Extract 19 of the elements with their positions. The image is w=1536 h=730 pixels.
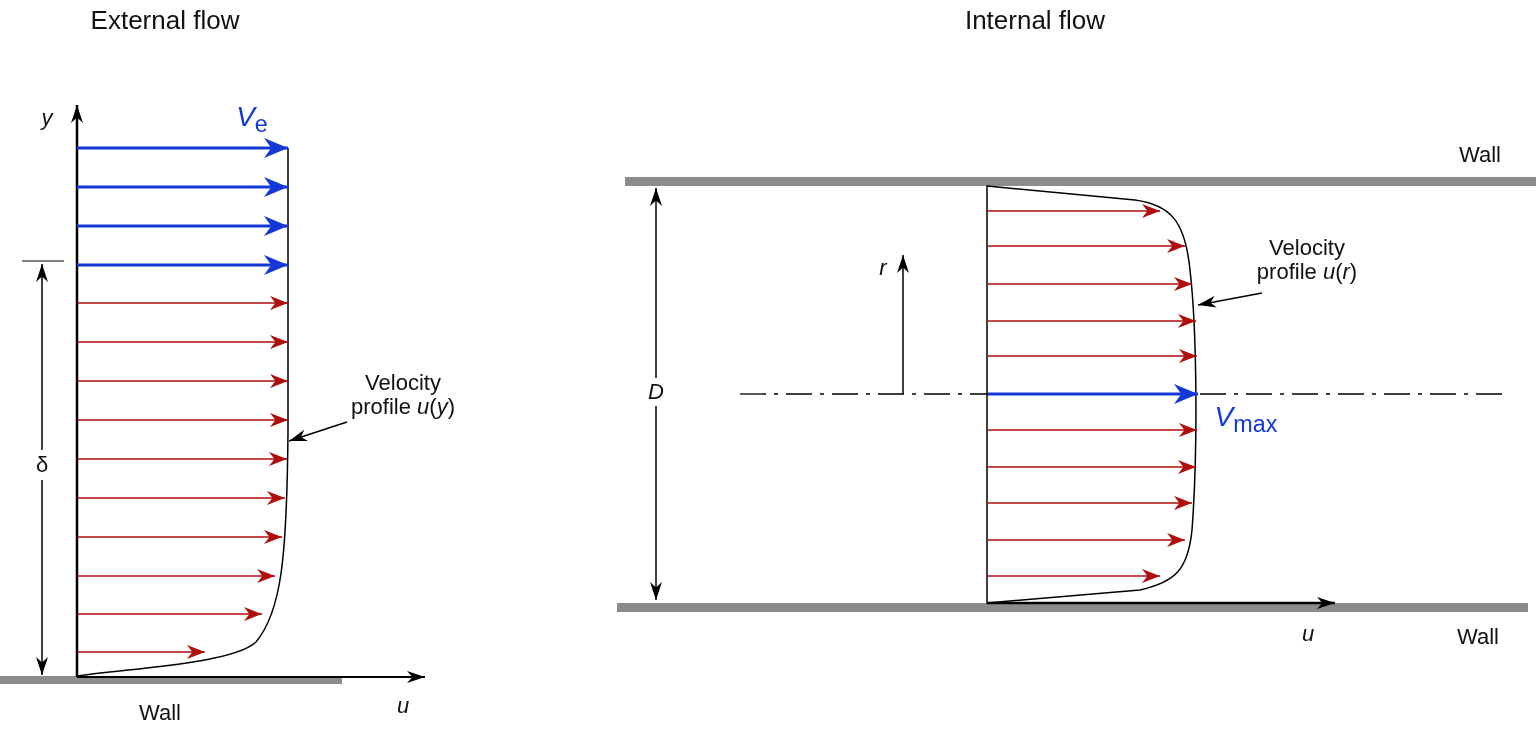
- axis-label: u: [396, 693, 410, 719]
- label-text: Velocity profile u(y): [343, 370, 463, 420]
- velocity-profile-curve: [76, 147, 289, 677]
- label-text: Velocity profile u(r): [1247, 235, 1367, 285]
- velocity-label: V$_{max}$: [1214, 401, 1278, 439]
- axis-label: u: [1301, 621, 1315, 647]
- dimension-label: D: [648, 377, 664, 407]
- dimension-label: δ: [35, 449, 49, 481]
- axis-label: y: [41, 105, 53, 131]
- panel-title: Internal flow: [964, 5, 1106, 35]
- axis-label: r: [879, 255, 887, 281]
- leader-line: [1197, 292, 1263, 308]
- velocity-profile-curve: [986, 185, 1197, 604]
- wall-label: Wall: [139, 700, 181, 726]
- wall-label: Wall: [1457, 624, 1499, 650]
- velocity-label: V$_{e}$: [236, 101, 268, 139]
- panel-title: External flow: [90, 5, 240, 35]
- wall-label: Wall: [1459, 142, 1501, 168]
- leader-line: [288, 421, 348, 442]
